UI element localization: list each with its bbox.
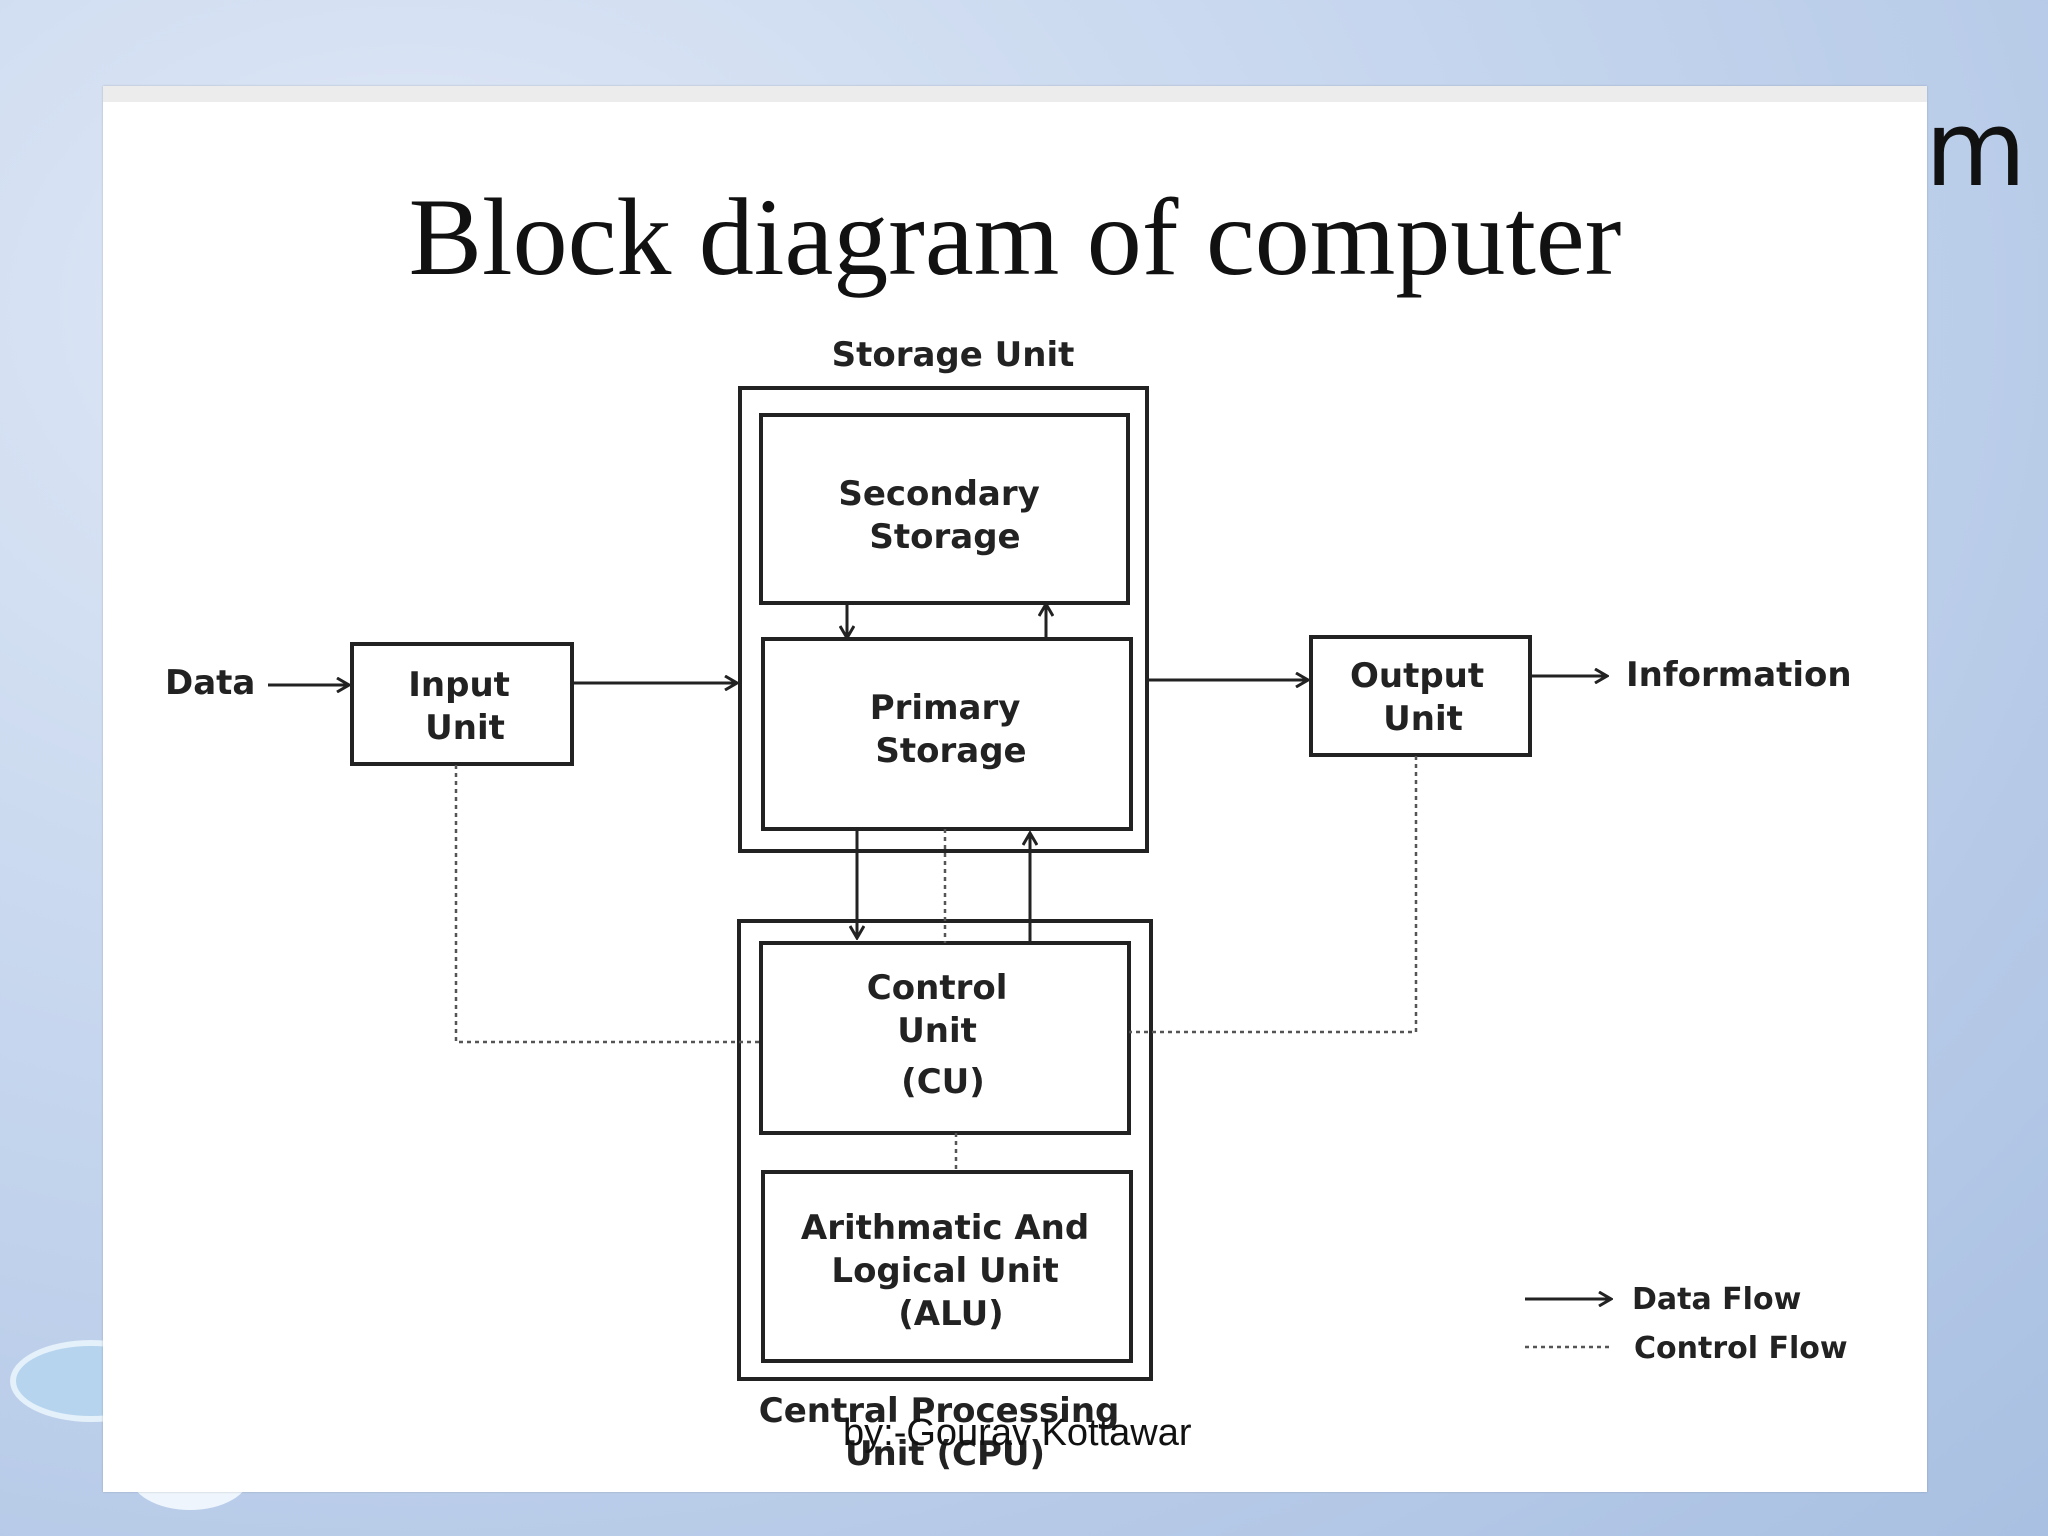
slide-title: Block diagram of computer [408,176,1622,298]
output-unit-label: Output Unit [1350,656,1496,739]
slide: Block diagram of computer [103,86,1927,1492]
primary-storage-label: Primary Storage [870,688,1033,771]
data-label: Data [165,663,255,703]
author-credit: by:-Gourav Kottawar [843,1412,1192,1454]
output-unit-box [1309,635,1532,757]
information-label: Information [1626,655,1852,695]
cpu-label: Central Processing Unit (CPU) [759,1391,1131,1474]
input-unit-label: Input Unit [408,665,522,748]
background-title-fragment: m [1925,88,2027,210]
input-unit-box [350,642,574,766]
storage-unit-label: Storage Unit [832,335,1075,375]
secondary-storage-box [759,413,1130,605]
alu-label: Arithmatic And Logical Unit (ALU) [801,1208,1101,1334]
control-flow-lines [454,756,1418,1172]
legend-control-flow-label: Control Flow [1634,1331,1848,1366]
legend-data-flow-label: Data Flow [1632,1282,1801,1317]
storage-unit-box [738,386,1149,853]
control-line-output [1129,756,1418,1034]
control-unit-label: Control Unit (CU) [867,968,1019,1102]
control-line-input [454,765,761,1044]
alu-box [761,1170,1133,1363]
secondary-storage-label: Secondary Storage [838,474,1051,557]
primary-storage-box [761,637,1133,831]
